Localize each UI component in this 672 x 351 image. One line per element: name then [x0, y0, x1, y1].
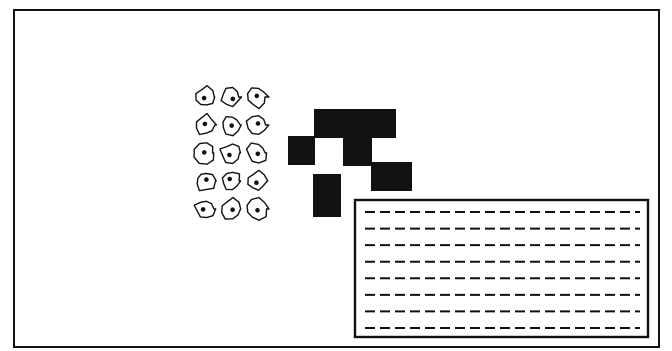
textured-blob-grid [194, 86, 269, 221]
textured-blob [222, 172, 240, 189]
blob-dot [205, 178, 208, 181]
textured-blob [221, 88, 241, 107]
textured-blob [197, 174, 216, 191]
blob-dot [231, 97, 234, 100]
blob-dot [256, 122, 259, 125]
blob-dot [228, 153, 231, 156]
black-square [288, 136, 315, 165]
black-square [368, 109, 396, 138]
dashed-line-rectangle [355, 200, 648, 337]
rectangle-border [355, 200, 648, 337]
blob-dot [256, 209, 259, 212]
black-square [371, 162, 412, 191]
blob-dot [228, 177, 231, 180]
blob-dot [231, 208, 234, 211]
blob-dot [203, 122, 206, 125]
blob-dot [255, 94, 258, 97]
black-square [343, 137, 372, 166]
blob-dot [256, 152, 259, 155]
blob-dot [202, 208, 205, 211]
textured-blob [248, 88, 269, 109]
black-square [313, 174, 341, 217]
textured-blob [248, 170, 268, 190]
black-square [314, 109, 342, 138]
blob-dot [230, 124, 233, 127]
black-square [342, 109, 370, 138]
blob-dot [255, 181, 258, 184]
textured-blob [196, 86, 215, 105]
blob-dot [203, 151, 206, 154]
blob-dot [203, 97, 206, 100]
